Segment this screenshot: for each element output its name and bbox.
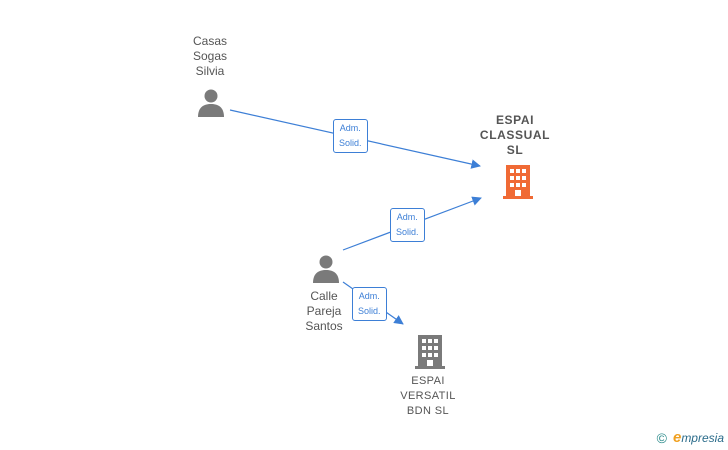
person-label-casas-sogas-silvia[interactable]: Casas Sogas Silvia (192, 34, 228, 78)
copyright-icon: © (656, 429, 667, 446)
person-icon[interactable] (311, 254, 341, 284)
edge-label-adm-solid: Adm. Solid. (390, 208, 425, 242)
brand-logo-initial: e (672, 429, 682, 446)
company-label-espai-classual-sl[interactable]: ESPAI CLASSUAL SL (479, 113, 551, 157)
brand-logo-text: mpresia (681, 430, 724, 445)
edge-label-adm-solid: Adm. Solid. (333, 119, 368, 153)
person-label-calle-pareja-santos[interactable]: Calle Pareja Santos (305, 289, 343, 333)
company-label-espai-versatil-bdn-sl[interactable]: ESPAI VERSATIL BDN SL (400, 375, 456, 417)
building-icon[interactable] (414, 334, 446, 370)
person-icon[interactable] (196, 88, 226, 118)
footer-brand: © e mpresia (657, 429, 724, 446)
edge-label-adm-solid: Adm. Solid. (352, 287, 387, 321)
building-icon[interactable] (502, 164, 534, 200)
